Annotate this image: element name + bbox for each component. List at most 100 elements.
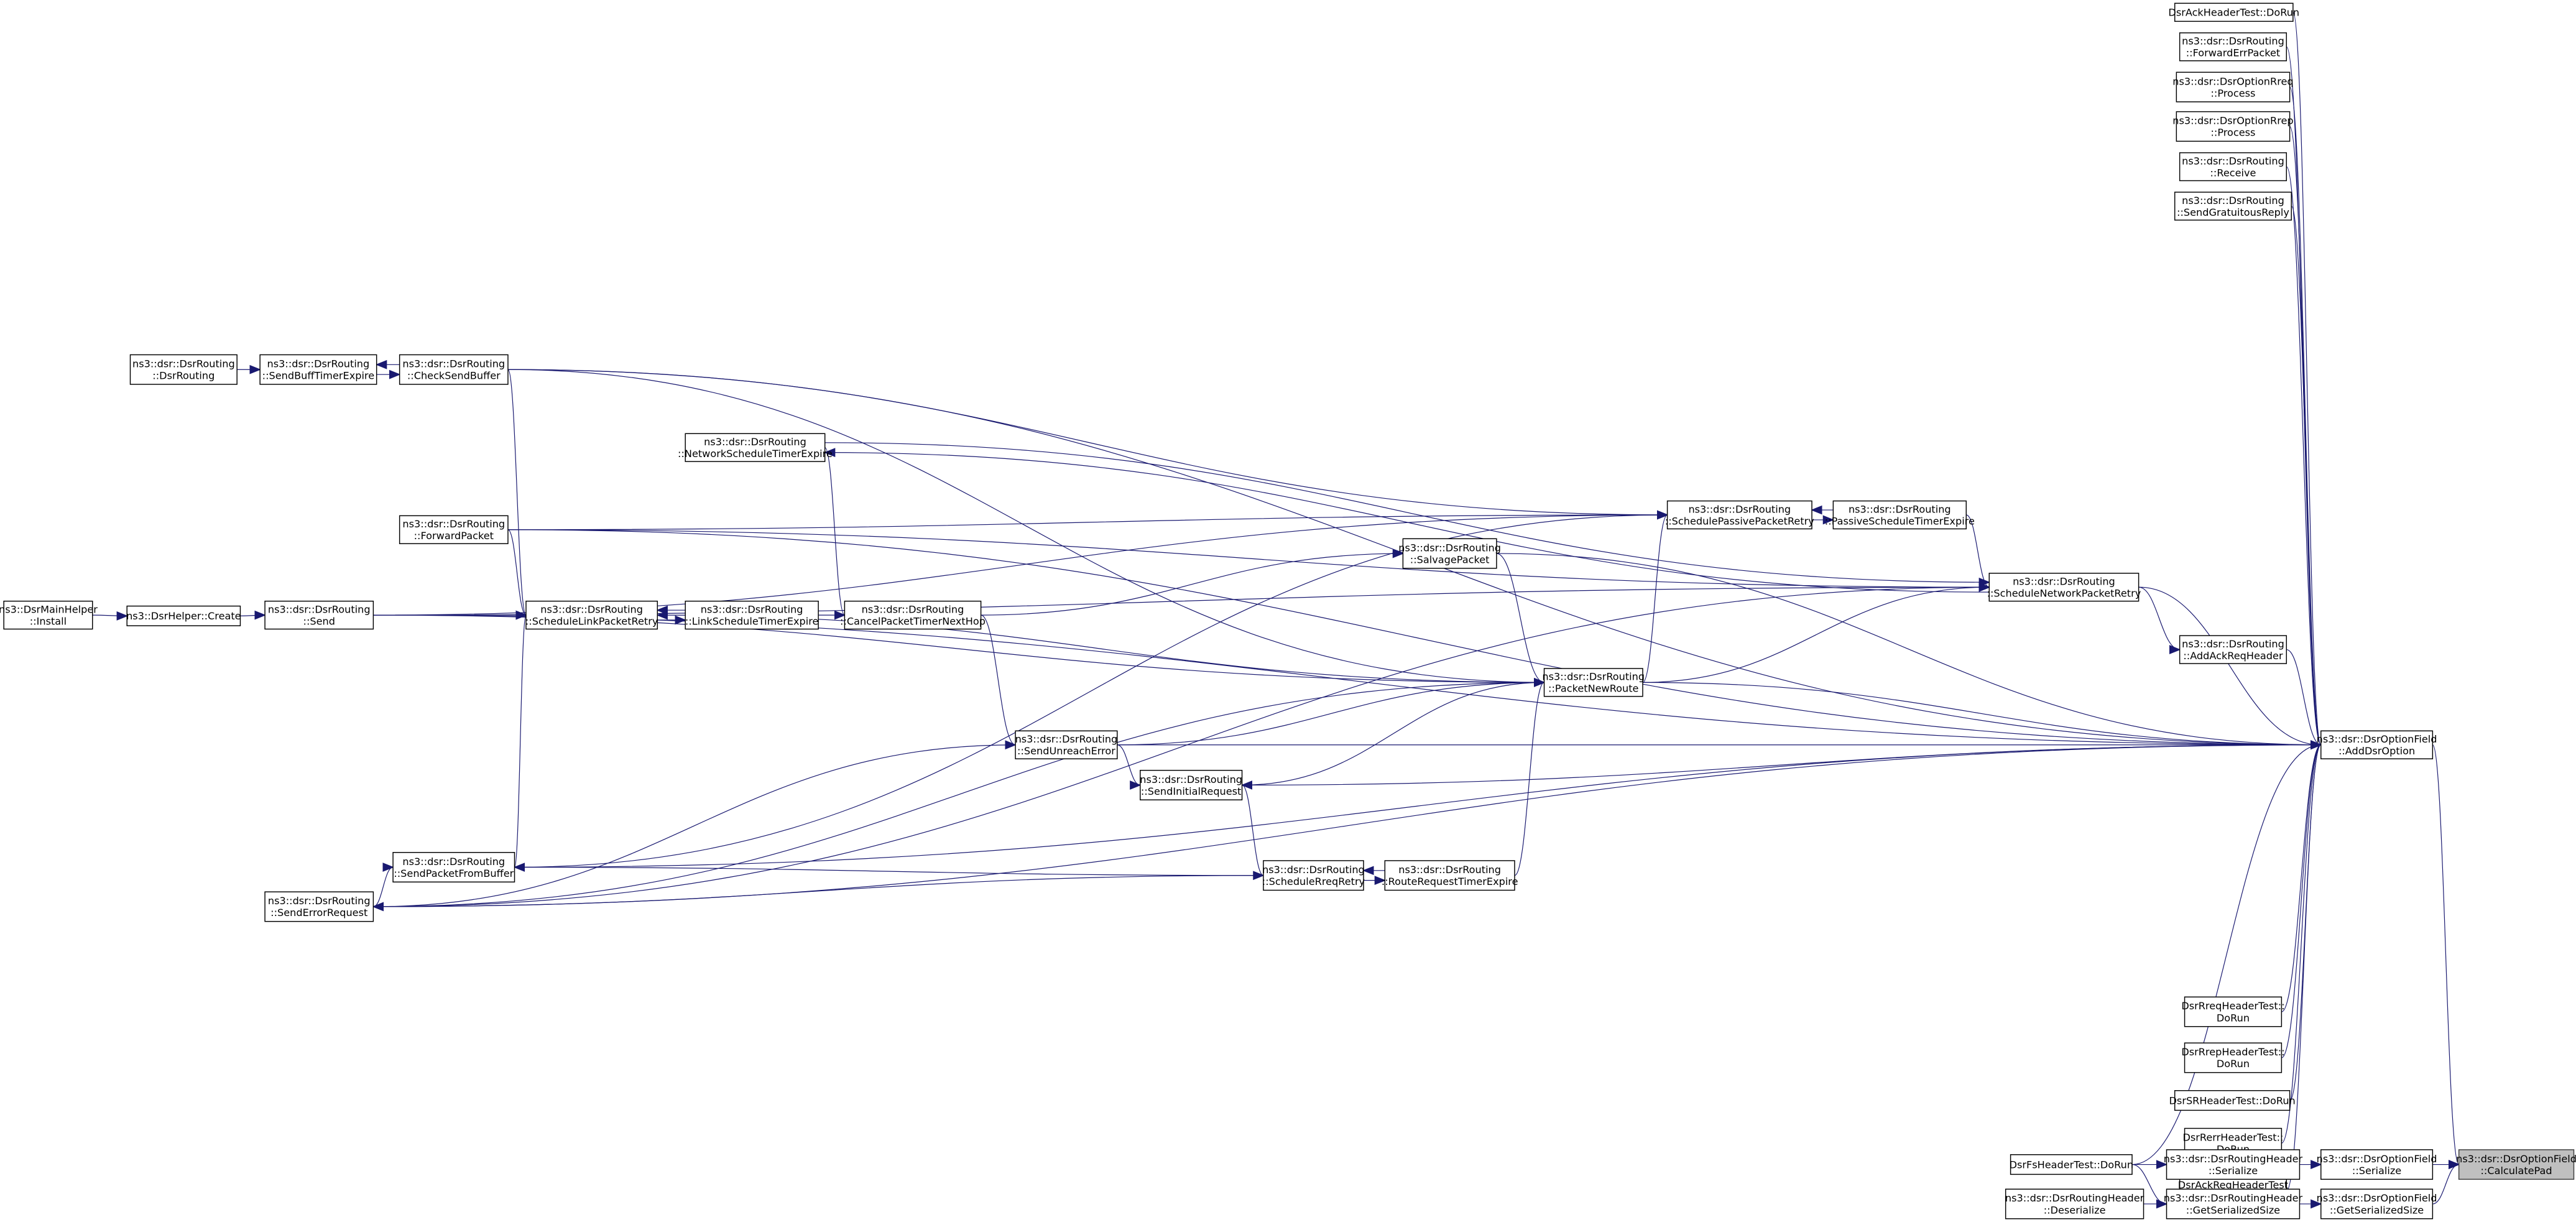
edge-snpr-to-nste	[823, 448, 1990, 593]
node-box	[2179, 152, 2287, 182]
edge-recv-to-adddsr	[2286, 166, 2322, 749]
node-label: DsrSRHeaderTest::DoRun	[2169, 1095, 2296, 1106]
node-label: ns3::dsr::DsrRouting	[701, 603, 803, 615]
edge-t_rrep-to-adddsr	[2281, 740, 2322, 1058]
edge-ser-to-adddsr	[373, 740, 2322, 907]
node-ser[interactable]: ns3::dsr::DsrRouting::SendErrorRequest	[264, 891, 374, 922]
node-label: ns3::dsr::DsrRouting	[1140, 774, 1242, 785]
node-box	[1832, 500, 1967, 530]
node-of_gss[interactable]: ns3::dsr::DsrOptionField::GetSerializedS…	[2317, 1188, 2437, 1220]
node-sue[interactable]: ns3::dsr::DsrRouting::SendUnreachError	[1015, 730, 1118, 759]
node-label: ::PacketNewRoute	[1548, 683, 1639, 695]
node-pnr[interactable]: ns3::dsr::DsrRouting::PacketNewRoute	[1542, 668, 1645, 697]
node-recv[interactable]: ns3::dsr::DsrRouting::Receive	[2179, 152, 2287, 182]
edge-ser-to-snpr	[373, 582, 1991, 907]
node-rreqp[interactable]: ns3::dsr::DsrOptionRreq::Process	[2172, 72, 2294, 103]
node-rh_deser[interactable]: ns3::dsr::DsrRoutingHeader::Deserialize	[2005, 1188, 2144, 1220]
node-snpr[interactable]: ns3::dsr::DsrRouting::ScheduleNetworkPac…	[1987, 573, 2141, 602]
node-rrepp[interactable]: ns3::dsr::DsrOptionRrep::Process	[2172, 111, 2294, 142]
edge-sgr-to-adddsr	[2291, 205, 2322, 749]
edge-t_ack-to-adddsr	[2292, 12, 2322, 749]
node-lste[interactable]: ns3::dsr::DsrRouting::LinkScheduleTimerE…	[685, 600, 819, 630]
edge-adddsr-to-calcpad	[2432, 744, 2460, 1169]
node-nste[interactable]: ns3::dsr::DsrRouting::NetworkScheduleTim…	[678, 433, 833, 462]
node-cptnh[interactable]: ns3::dsr::DsrRouting::CancelPacketTimerN…	[840, 600, 986, 630]
node-label: ns3::dsr::DsrOptionRrep	[2172, 115, 2293, 127]
node-rh_ser[interactable]: ns3::dsr::DsrRoutingHeader::Serialize	[2164, 1149, 2303, 1180]
node-t_fs[interactable]: DsrFsHeaderTest::DoRun	[2010, 1154, 2133, 1175]
edge-csb-to-sppr	[507, 369, 1669, 520]
node-sppr[interactable]: ns3::dsr::DsrRouting::SchedulePassivePac…	[1665, 500, 1814, 530]
node-sir[interactable]: ns3::dsr::DsrRouting::SendInitialRequest	[1140, 769, 1243, 800]
node-label: ::ScheduleNetworkPacketRetry	[1987, 588, 2141, 599]
node-label: ns3::dsr::DsrRouting	[1542, 671, 1645, 683]
edge-sir-to-srr	[1242, 784, 1265, 880]
edge-cptnh-to-salv	[981, 549, 1405, 616]
node-sbte[interactable]: ns3::dsr::DsrRouting::SendBuffTimerExpir…	[259, 354, 377, 385]
edge-fwd-to-adddsr	[507, 529, 2322, 750]
node-label: ::SchedulePassivePacketRetry	[1665, 515, 1814, 527]
node-srr[interactable]: ns3::dsr::DsrRouting::ScheduleRreqRetry	[1262, 860, 1365, 891]
node-label: ::Process	[2210, 87, 2255, 99]
node-label: ns3::dsr::DsrRouting	[268, 895, 371, 907]
node-label: ns3::dsr::DsrOptionField	[2456, 1153, 2576, 1165]
node-csb[interactable]: ns3::dsr::DsrRouting::CheckSendBuffer	[399, 354, 509, 385]
node-label: ns3::DsrMainHelper	[0, 603, 98, 615]
node-install[interactable]: ns3::DsrMainHelper::Install	[0, 600, 98, 630]
node-label: DsrAckHeaderTest::DoRun	[2168, 7, 2299, 19]
node-t_rreq[interactable]: DsrRreqHeaderTest::DoRun	[2181, 996, 2285, 1027]
node-label: DsrAckReqHeaderTest	[2178, 1179, 2288, 1191]
node-box	[1263, 860, 1364, 891]
node-box	[2184, 1042, 2283, 1073]
edge-send-to-adddsr	[373, 614, 2322, 750]
node-label: ::Process	[2210, 127, 2255, 139]
node-label: ns3::dsr::DsrRoutingHeader	[2005, 1192, 2144, 1204]
node-label: ns3::dsr::DsrRouting	[2013, 576, 2115, 588]
node-t_rrep[interactable]: DsrRrepHeaderTest::DoRun	[2181, 1042, 2285, 1073]
edge-spfb-to-adddsr	[514, 740, 2322, 868]
node-ctor[interactable]: ns3::dsr::DsrRouting::DsrRouting	[129, 354, 238, 385]
node-aarh[interactable]: ns3::dsr::DsrRouting::AddAckReqHeader	[2179, 635, 2287, 664]
node-label: ns3::dsr::DsrRouting	[862, 603, 964, 615]
node-rh_gss[interactable]: ns3::dsr::DsrRoutingHeader::GetSerialize…	[2164, 1188, 2303, 1220]
node-pste[interactable]: ns3::dsr::DsrRouting::PassiveScheduleTim…	[1825, 500, 1975, 530]
edge-snpr-to-aarh	[2138, 586, 2181, 654]
node-label: ::LinkScheduleTimerExpire	[685, 615, 819, 627]
node-box	[392, 852, 515, 883]
node-spfb[interactable]: ns3::dsr::DsrRouting::SendPacketFromBuff…	[392, 852, 515, 883]
node-t_sr[interactable]: DsrSRHeaderTest::DoRun	[2169, 1090, 2296, 1111]
node-box	[1140, 769, 1243, 800]
edge-srr-to-spfb	[513, 863, 1263, 876]
node-label: ::Send	[303, 615, 335, 627]
node-sgr[interactable]: ns3::dsr::DsrRouting::SendGratuitousRepl…	[2174, 192, 2292, 221]
node-fwd[interactable]: ns3::dsr::DsrRouting::ForwardPacket	[399, 515, 509, 544]
node-of_ser[interactable]: ns3::dsr::DsrOptionField::Serialize	[2317, 1149, 2437, 1180]
node-box	[1384, 860, 1515, 891]
edge-create-to-send	[240, 610, 266, 620]
node-adddsr[interactable]: ns3::dsr::DsrOptionField::AddDsrOption	[2317, 730, 2437, 759]
node-box	[2179, 635, 2287, 664]
edges-layer	[92, 12, 2460, 1209]
edge-rrte-to-pnr	[1514, 678, 1546, 876]
node-t_ack[interactable]: DsrAckHeaderTest::DoRun	[2168, 2, 2299, 22]
node-label: ns3::dsr::DsrRouting	[402, 358, 505, 370]
node-slpr[interactable]: ns3::dsr::DsrRouting::ScheduleLinkPacket…	[525, 600, 658, 630]
node-label: DsrRreqHeaderTest::	[2181, 1000, 2284, 1012]
node-label: ::Serialize	[2209, 1165, 2258, 1177]
node-label: ns3::DsrHelper::Create	[126, 610, 241, 622]
node-rrte[interactable]: ns3::dsr::DsrRouting::RouteRequestTimerE…	[1382, 860, 1518, 891]
node-box	[2166, 1149, 2301, 1180]
node-fep[interactable]: ns3::dsr::DsrRouting::ForwardErrPacket	[2179, 32, 2287, 62]
node-calcpad[interactable]: ns3::dsr::DsrOptionField::CalculatePad	[2456, 1149, 2576, 1180]
node-label: ns3::dsr::DsrRouting	[2182, 195, 2284, 206]
node-create[interactable]: ns3::DsrHelper::Create	[126, 605, 241, 626]
node-send[interactable]: ns3::dsr::DsrRouting::Send	[264, 600, 374, 630]
node-salv[interactable]: ns3::dsr::DsrRouting::SalvagePacket	[1398, 538, 1501, 569]
node-label: ::RouteRequestTimerExpire	[1382, 876, 1518, 887]
node-label: ns3::dsr::DsrRouting	[2182, 155, 2284, 167]
edge-pnr-to-adddsr	[1642, 682, 2322, 750]
node-label: ::SendBuffTimerExpire	[262, 370, 375, 382]
node-label: DsrRerrHeaderTest::	[2182, 1132, 2283, 1144]
node-label: ::Serialize	[2352, 1165, 2401, 1177]
edge-csb-to-slpr	[507, 369, 527, 619]
